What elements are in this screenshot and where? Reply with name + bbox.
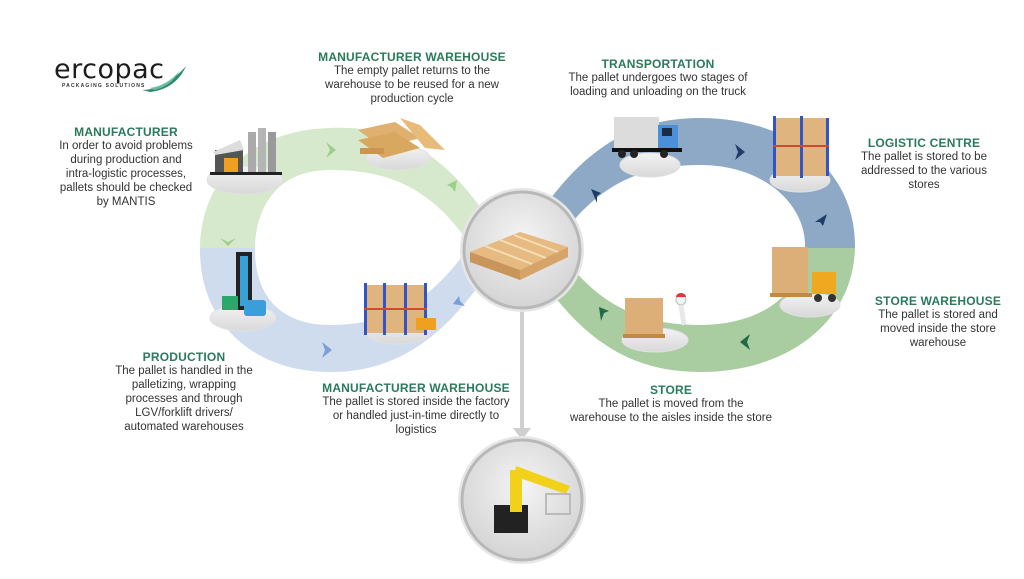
stage-title: MANUFACTURER [74,125,178,139]
stage-title: PRODUCTION [142,350,226,364]
label-production: PRODUCTION The pallet is handled in the … [98,350,270,434]
stage-title: MANUFACTURER WAREHOUSE [322,381,510,395]
stage-description: In order to avoid problems during produc… [59,140,193,208]
center-pallet-plate [460,188,584,312]
stage-title: STORE WAREHOUSE [874,294,1002,308]
warehouse-racks-icon [773,116,829,178]
stage-description: The empty pallet returns to the warehous… [325,65,499,105]
stage-description: The pallet undergoes two stages of loadi… [568,72,748,98]
label-manufacturer-warehouse-store: MANUFACTURER WAREHOUSE The pallet is sto… [305,381,527,437]
chevron-left-icon [326,142,336,158]
company-tagline: PACKAGING SOLUTIONS [62,83,146,89]
lgv-forklift-icon [222,252,266,316]
stacked-pallets-icon [358,118,445,158]
label-transportation: TRANSPORTATION The pallet undergoes two … [548,57,768,99]
chevron-down-icon [220,238,236,246]
chevron-up-icon [453,296,465,306]
label-manufacturer: MANUFACTURER In order to avoid problems … [40,125,212,209]
chevron-up-icon [591,189,601,203]
disc-logistic-centre [769,116,831,193]
forklift-with-boxes-icon [770,247,836,302]
stage-description: The pallet is stored and moved inside th… [878,309,998,349]
robot-plate [458,436,586,564]
company-logo: ercopac [54,54,165,85]
stage-description: The pallet is moved from the warehouse t… [569,398,772,424]
wooden-pallet-icon [470,232,568,280]
factory-silos-icon [210,128,282,175]
chevron-right-icon [735,144,745,160]
rack-with-forklift-icon [364,283,436,335]
stage-description: The pallet is stored inside the factory … [322,396,510,436]
disc-production [209,252,277,332]
disc-store-warehouse [770,247,841,318]
disc-store [621,293,689,353]
arrow-down-icon [513,428,531,440]
disc-transportation [612,117,682,178]
chevron-right-icon [322,342,332,358]
stage-description: The pallet is handled in the palletizing… [115,365,253,433]
stage-description: The pallet is stored to be addressed to … [861,151,987,191]
logo-swoosh-icon [142,66,186,92]
disc-manufacturer-warehouse [364,283,436,345]
label-manufacturer-warehouse-return: MANUFACTURER WAREHOUSE The empty pallet … [297,50,527,106]
right-loop-band [520,118,855,372]
left-loop-band [200,127,505,372]
delivery-truck-icon [612,117,682,158]
chevron-up-icon [599,307,609,321]
label-store-warehouse: STORE WAREHOUSE The pallet is stored and… [852,294,1024,350]
stage-title: LOGISTIC CENTRE [867,136,981,150]
stage-title: TRANSPORTATION [601,57,715,71]
disc-manufacturer [206,128,284,195]
chevron-up-icon [447,180,457,192]
chevron-down-icon [815,214,827,226]
palletizing-robot-icon [494,466,571,533]
label-store: STORE The pallet is moved from the wareh… [546,383,796,425]
stage-title: MANUFACTURER WAREHOUSE [318,50,506,64]
chevron-left-icon [740,334,750,350]
label-logistic-centre: LOGISTIC CENTRE The pallet is stored to … [838,136,1010,192]
pallet-jack-worker-icon [623,293,687,338]
stage-title: STORE [649,383,693,397]
disc-warehouse-return [358,118,445,171]
